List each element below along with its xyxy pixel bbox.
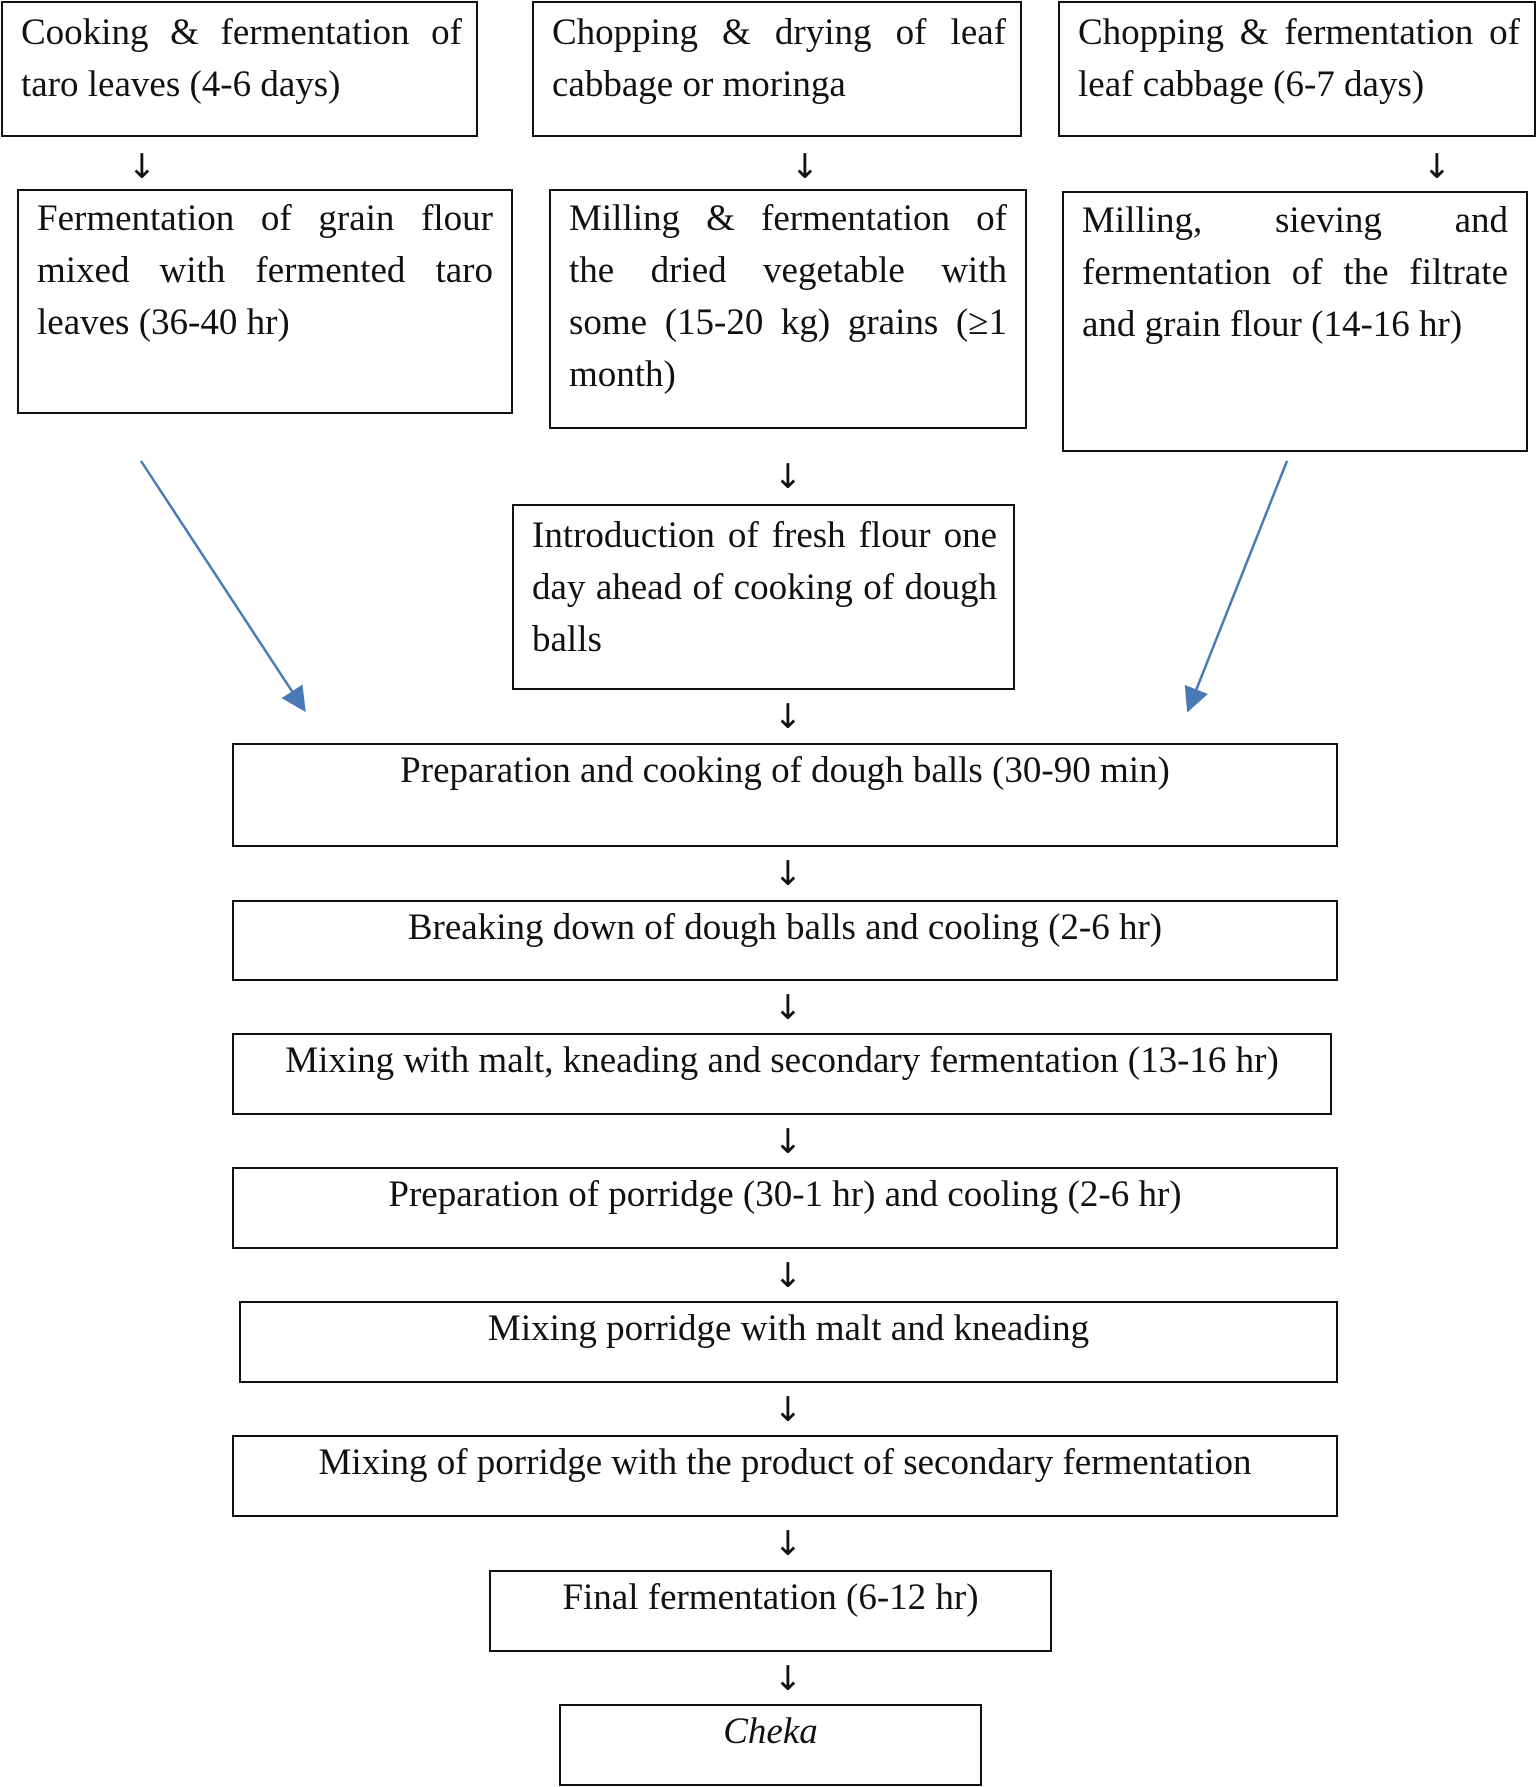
step-taro-cooking-text: Cooking & fermentation of taro leaves (4… (21, 12, 462, 105)
step-breaking-down: Breaking down of dough balls and cooling… (232, 900, 1338, 981)
step-cabbage-chopping-drying: Chopping & drying of leaf cabbage or mor… (532, 1, 1022, 137)
step-porridge-text: Preparation of porridge (30-1 hr) and co… (388, 1174, 1182, 1215)
step-milling-dried-vegetable-text: Milling & fermentation of the dried vege… (569, 198, 1007, 395)
step-mixing-malt: Mixing with malt, kneading and secondary… (232, 1033, 1332, 1115)
arrow-down-10: ↓ (773, 1659, 803, 1699)
arrow-down-1a: ↓ (127, 147, 157, 187)
arrow-down-4: ↓ (773, 854, 803, 894)
step-final-fermentation: Final fermentation (6-12 hr) (489, 1570, 1052, 1652)
step-final-fermentation-text: Final fermentation (6-12 hr) (562, 1577, 979, 1618)
arrow-down-3: ↓ (773, 697, 803, 737)
step-cabbage-chopping-drying-text: Chopping & drying of leaf cabbage or mor… (552, 12, 1006, 105)
step-porridge: Preparation of porridge (30-1 hr) and co… (232, 1167, 1338, 1249)
step-dough-balls-text: Preparation and cooking of dough balls (… (400, 750, 1170, 791)
step-cabbage-chopping-fermentation: Chopping & fermentation of leaf cabbage … (1058, 1, 1536, 137)
arrow-down-1b: ↓ (790, 147, 820, 187)
right-side-arrow (1184, 460, 1289, 713)
step-product-text: Cheka (723, 1711, 818, 1752)
step-porridge-malt-text: Mixing porridge with malt and kneading (487, 1308, 1090, 1349)
arrow-down-8: ↓ (773, 1390, 803, 1430)
step-milling-sieving-filtrate: Milling, sieving and fermentation of the… (1062, 191, 1528, 452)
arrow-down-9: ↓ (773, 1524, 803, 1564)
step-milling-sieving-filtrate-text: Milling, sieving and fermentation of the… (1082, 200, 1508, 345)
step-fresh-flour: Introduction of fresh flour one day ahea… (512, 504, 1015, 690)
arrow-down-5: ↓ (773, 988, 803, 1028)
left-side-arrow (139, 460, 306, 713)
step-taro-cooking: Cooking & fermentation of taro leaves (4… (1, 1, 478, 137)
step-porridge-malt: Mixing porridge with malt and kneading (239, 1301, 1338, 1383)
step-grain-flour-fermentation-text: Fermentation of grain flour mixed with f… (37, 198, 493, 343)
step-mixing-malt-text: Mixing with malt, kneading and secondary… (285, 1040, 1279, 1081)
step-milling-dried-vegetable: Milling & fermentation of the dried vege… (549, 189, 1027, 429)
step-fresh-flour-text: Introduction of fresh flour one day ahea… (532, 515, 997, 660)
step-dough-balls: Preparation and cooking of dough balls (… (232, 743, 1338, 847)
step-cabbage-chopping-fermentation-text: Chopping & fermentation of leaf cabbage … (1078, 12, 1520, 105)
arrow-down-2: ↓ (773, 457, 803, 497)
step-grain-flour-fermentation: Fermentation of grain flour mixed with f… (17, 189, 513, 414)
step-porridge-secondary-text: Mixing of porridge with the product of s… (318, 1442, 1252, 1483)
step-breaking-down-text: Breaking down of dough balls and cooling… (407, 907, 1163, 948)
arrow-down-7: ↓ (773, 1256, 803, 1296)
step-porridge-secondary: Mixing of porridge with the product of s… (232, 1435, 1338, 1517)
arrow-down-1c: ↓ (1422, 147, 1452, 187)
arrow-down-6: ↓ (773, 1122, 803, 1162)
step-product: Cheka (559, 1704, 982, 1786)
